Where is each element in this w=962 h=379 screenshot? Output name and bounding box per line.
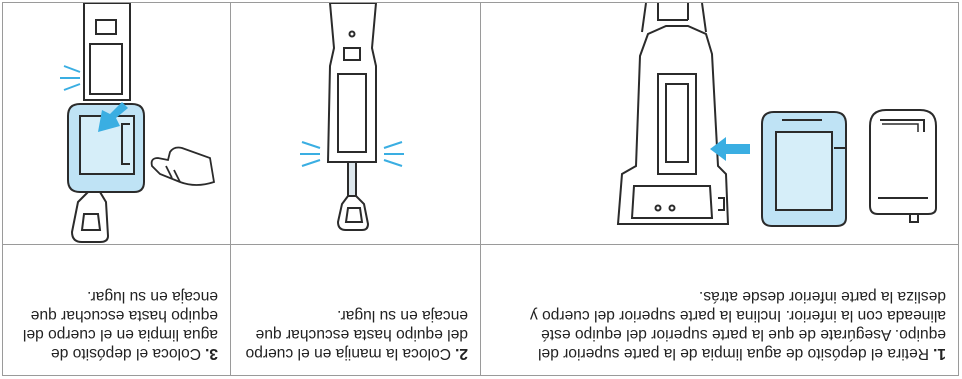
step-2-text-cell: 2.Coloca la manija en el cuerpo del equi… — [231, 245, 481, 376]
step-1-illustration-cell — [481, 3, 959, 245]
vacuum-body-icon — [84, 3, 130, 100]
vacuum-body-icon — [328, 3, 376, 162]
vacuum-body-icon — [618, 3, 728, 224]
steps-text-row: 1.Retira el depósito de agua limpia de l… — [3, 245, 959, 376]
step-3-text: 3.Coloca el depósito de agua limpia en e… — [3, 287, 230, 375]
step-2-number: 2. — [455, 345, 468, 362]
step-2-illustration — [230, 3, 480, 244]
step-3-number: 3. — [205, 345, 218, 362]
clean-water-tank-icon — [762, 112, 846, 226]
step-1-number: 1. — [933, 345, 946, 362]
step-2-text: 2.Coloca la manija en el cuerpo del equi… — [231, 306, 480, 375]
step-3-illustration — [2, 3, 230, 244]
step-3-illustration-cell — [3, 3, 231, 245]
step-3-instruction: Coloca el depósito de agua limpia en el … — [23, 288, 218, 362]
click-lines-icon — [60, 66, 80, 90]
step-1-illustration — [480, 3, 958, 244]
step-3-text-cell: 3.Coloca el depósito de agua limpia en e… — [3, 245, 231, 376]
hand-icon — [152, 148, 214, 186]
step-2-instruction: Coloca la manija en el cuerpo del equipo… — [246, 307, 468, 362]
step-1-text: 1.Retira el depósito de agua limpia de l… — [481, 287, 958, 375]
detached-tank-icon — [870, 110, 936, 222]
step-1-instruction: Retira el depósito de agua limpia de la … — [530, 288, 946, 362]
step-1-text-cell: 1.Retira el depósito de agua limpia de l… — [481, 245, 959, 376]
step-2-illustration-cell — [231, 3, 481, 245]
steps-illustration-row — [3, 3, 959, 245]
